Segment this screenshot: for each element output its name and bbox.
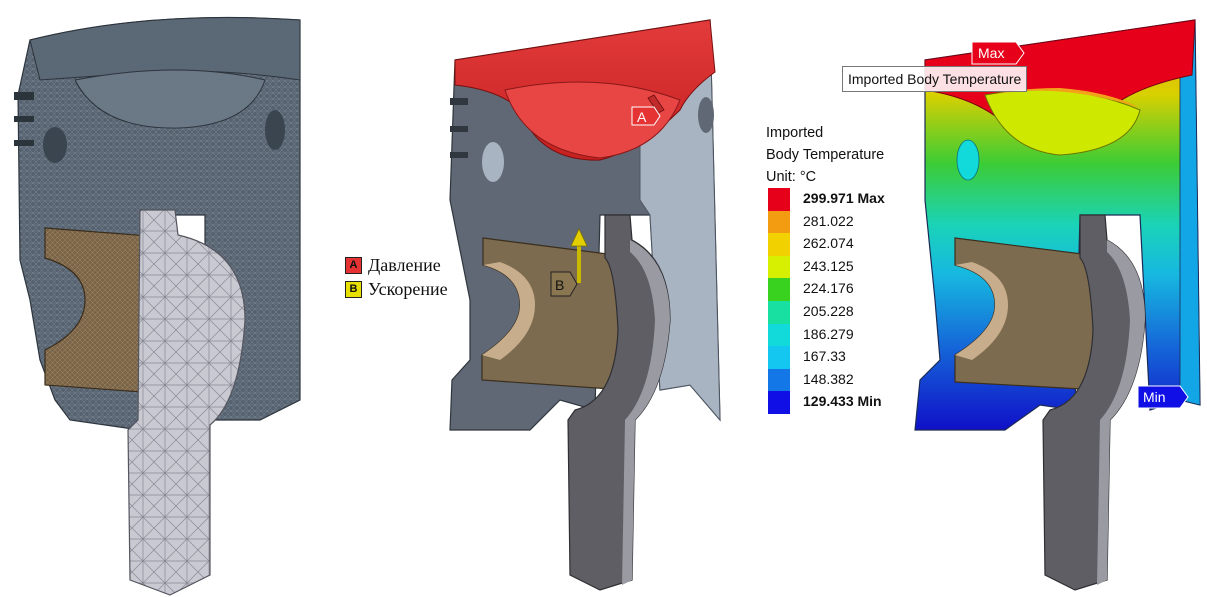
loads-model: A B — [449, 18, 721, 591]
temperature-swatch — [768, 368, 790, 392]
temperature-swatch — [768, 278, 790, 301]
temperature-swatch — [768, 391, 790, 414]
max-tag-label: Max — [978, 45, 1004, 61]
temperature-level-label: 186.279 — [803, 325, 854, 342]
ring-groove — [450, 152, 468, 158]
oil-hole — [482, 142, 504, 182]
oil-hole — [698, 97, 714, 133]
temperature-level-label: 167.33 — [803, 348, 846, 365]
temperature-swatch — [768, 301, 790, 324]
temperature-level-label: 262.074 — [803, 235, 854, 252]
mesh-bowl — [74, 69, 266, 129]
tag-b-letter: B — [555, 277, 564, 293]
temperature-level-label: 299.971 Max — [803, 190, 885, 206]
piston-pin-bore — [482, 262, 535, 360]
ring-groove — [450, 126, 468, 132]
temperature-level-label: 129.433 Min — [803, 393, 882, 410]
max-tag-box — [971, 41, 1025, 65]
temperature-level-label: 224.176 — [803, 280, 854, 297]
mesh-rod — [127, 209, 246, 596]
temperature-legend-line1: Imported — [766, 125, 824, 141]
temp-rod-face — [1097, 240, 1145, 585]
temperature-model: Max Min — [914, 19, 1201, 591]
loads-legend-item: B Ускорение — [345, 277, 448, 301]
temperature-swatch — [768, 233, 790, 256]
temp-oil-hole — [956, 139, 980, 181]
loads-legend-swatch: B — [345, 280, 362, 298]
mesh-model — [14, 16, 301, 596]
temperature-level-label: 148.382 — [803, 370, 854, 387]
mesh-oil-hole — [43, 127, 67, 163]
temperature-legend-title: Imported Body Temperature Unit: °C — [766, 122, 884, 188]
pressure-bowl — [504, 81, 681, 159]
temperature-level-label: 205.228 — [803, 303, 854, 319]
mesh-oil-hole — [265, 110, 285, 150]
min-tag-label: Min — [1143, 389, 1166, 405]
loads-legend-label: Давление — [368, 254, 441, 275]
temperature-swatch — [768, 210, 790, 234]
temperature-swatch — [768, 323, 790, 347]
loads-legend-swatch: A — [345, 256, 362, 274]
mesh-ring-groove — [14, 140, 34, 146]
tag-b-box — [550, 271, 578, 297]
temp-pin-bore — [955, 262, 1008, 360]
temperature-swatch — [768, 188, 790, 211]
connecting-rod — [567, 214, 671, 591]
loads-legend-label: Ускорение — [368, 278, 448, 299]
min-tag-box — [1137, 385, 1189, 409]
temperature-swatch — [768, 346, 790, 369]
ring-groove — [450, 98, 468, 105]
temperature-level-label: 243.125 — [803, 257, 854, 274]
temp-right-side — [1179, 19, 1201, 406]
temp-bowl-hot — [990, 88, 1140, 108]
temperature-legend-unit: Unit: °C — [766, 169, 817, 185]
tag-a-letter: A — [637, 109, 647, 125]
mesh-ring-groove — [14, 92, 34, 100]
temperature-swatch — [768, 255, 790, 279]
temperature-level-label: 281.022 — [803, 212, 854, 229]
loads-legend-item: A Давление — [345, 253, 448, 277]
acceleration-arrow-head — [570, 228, 588, 247]
probe-label: Imported Body Temperature — [842, 66, 1028, 92]
tag-a-box — [631, 106, 661, 126]
mesh-ring-groove — [14, 116, 34, 122]
connecting-rod-face — [622, 240, 670, 585]
temperature-legend-line2: Body Temperature — [766, 147, 885, 163]
